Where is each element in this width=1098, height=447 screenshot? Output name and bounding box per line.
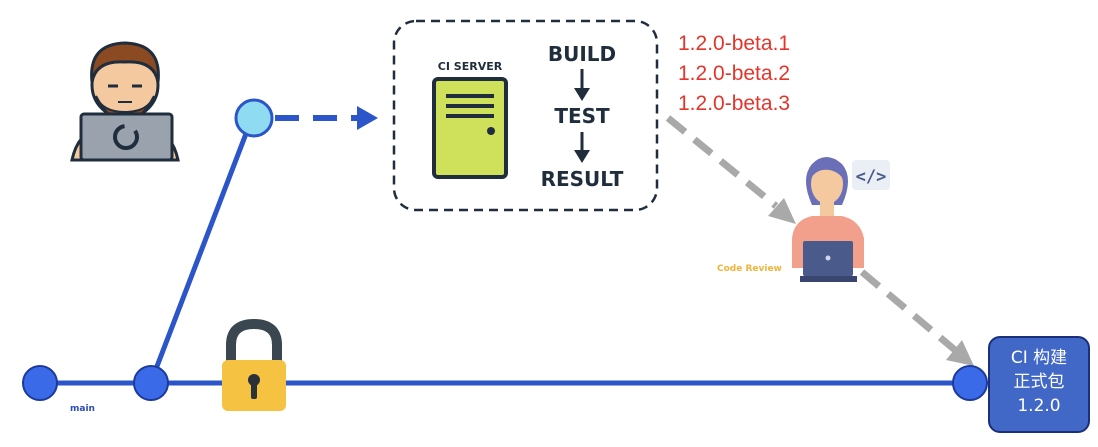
ci-server-box <box>392 19 659 212</box>
release-build-box: CI 构建 正式包 1.2.0 <box>988 336 1090 433</box>
ci-server-label: CI SERVER <box>438 60 503 73</box>
release-subtitle: 正式包 <box>1013 372 1065 392</box>
build-step: BUILD <box>548 42 616 66</box>
beta-version-1: 1.2.0-beta.1 <box>678 32 791 55</box>
dashed-arrow-to-review <box>665 115 796 224</box>
test-step: TEST <box>554 104 610 128</box>
arrow-down-icon <box>574 132 590 163</box>
reviewer-icon <box>792 157 864 282</box>
beta-version-2: 1.2.0-beta.2 <box>678 62 791 85</box>
code-review-label: Code Review <box>717 264 782 274</box>
code-icon: </> <box>852 160 890 190</box>
lock-icon <box>222 318 286 411</box>
beta-version-3: 1.2.0-beta.3 <box>678 92 791 115</box>
branch-point-node <box>133 365 169 401</box>
developer-icon <box>70 41 180 162</box>
release-node <box>952 365 988 401</box>
server-icon <box>432 77 508 179</box>
main-branch-label: main <box>70 404 95 414</box>
dashed-arrow-to-release <box>859 269 974 366</box>
arrow-down-icon <box>574 69 590 101</box>
feature-branch-line <box>148 117 255 383</box>
dashed-arrow-to-ci <box>275 106 378 130</box>
release-version: 1.2.0 <box>1017 396 1061 416</box>
svg-text:</>: </> <box>856 167 887 187</box>
result-step: RESULT <box>541 167 624 191</box>
feature-commit-node <box>234 98 274 138</box>
main-start-node <box>22 365 58 401</box>
release-title: CI 构建 <box>1010 348 1068 368</box>
